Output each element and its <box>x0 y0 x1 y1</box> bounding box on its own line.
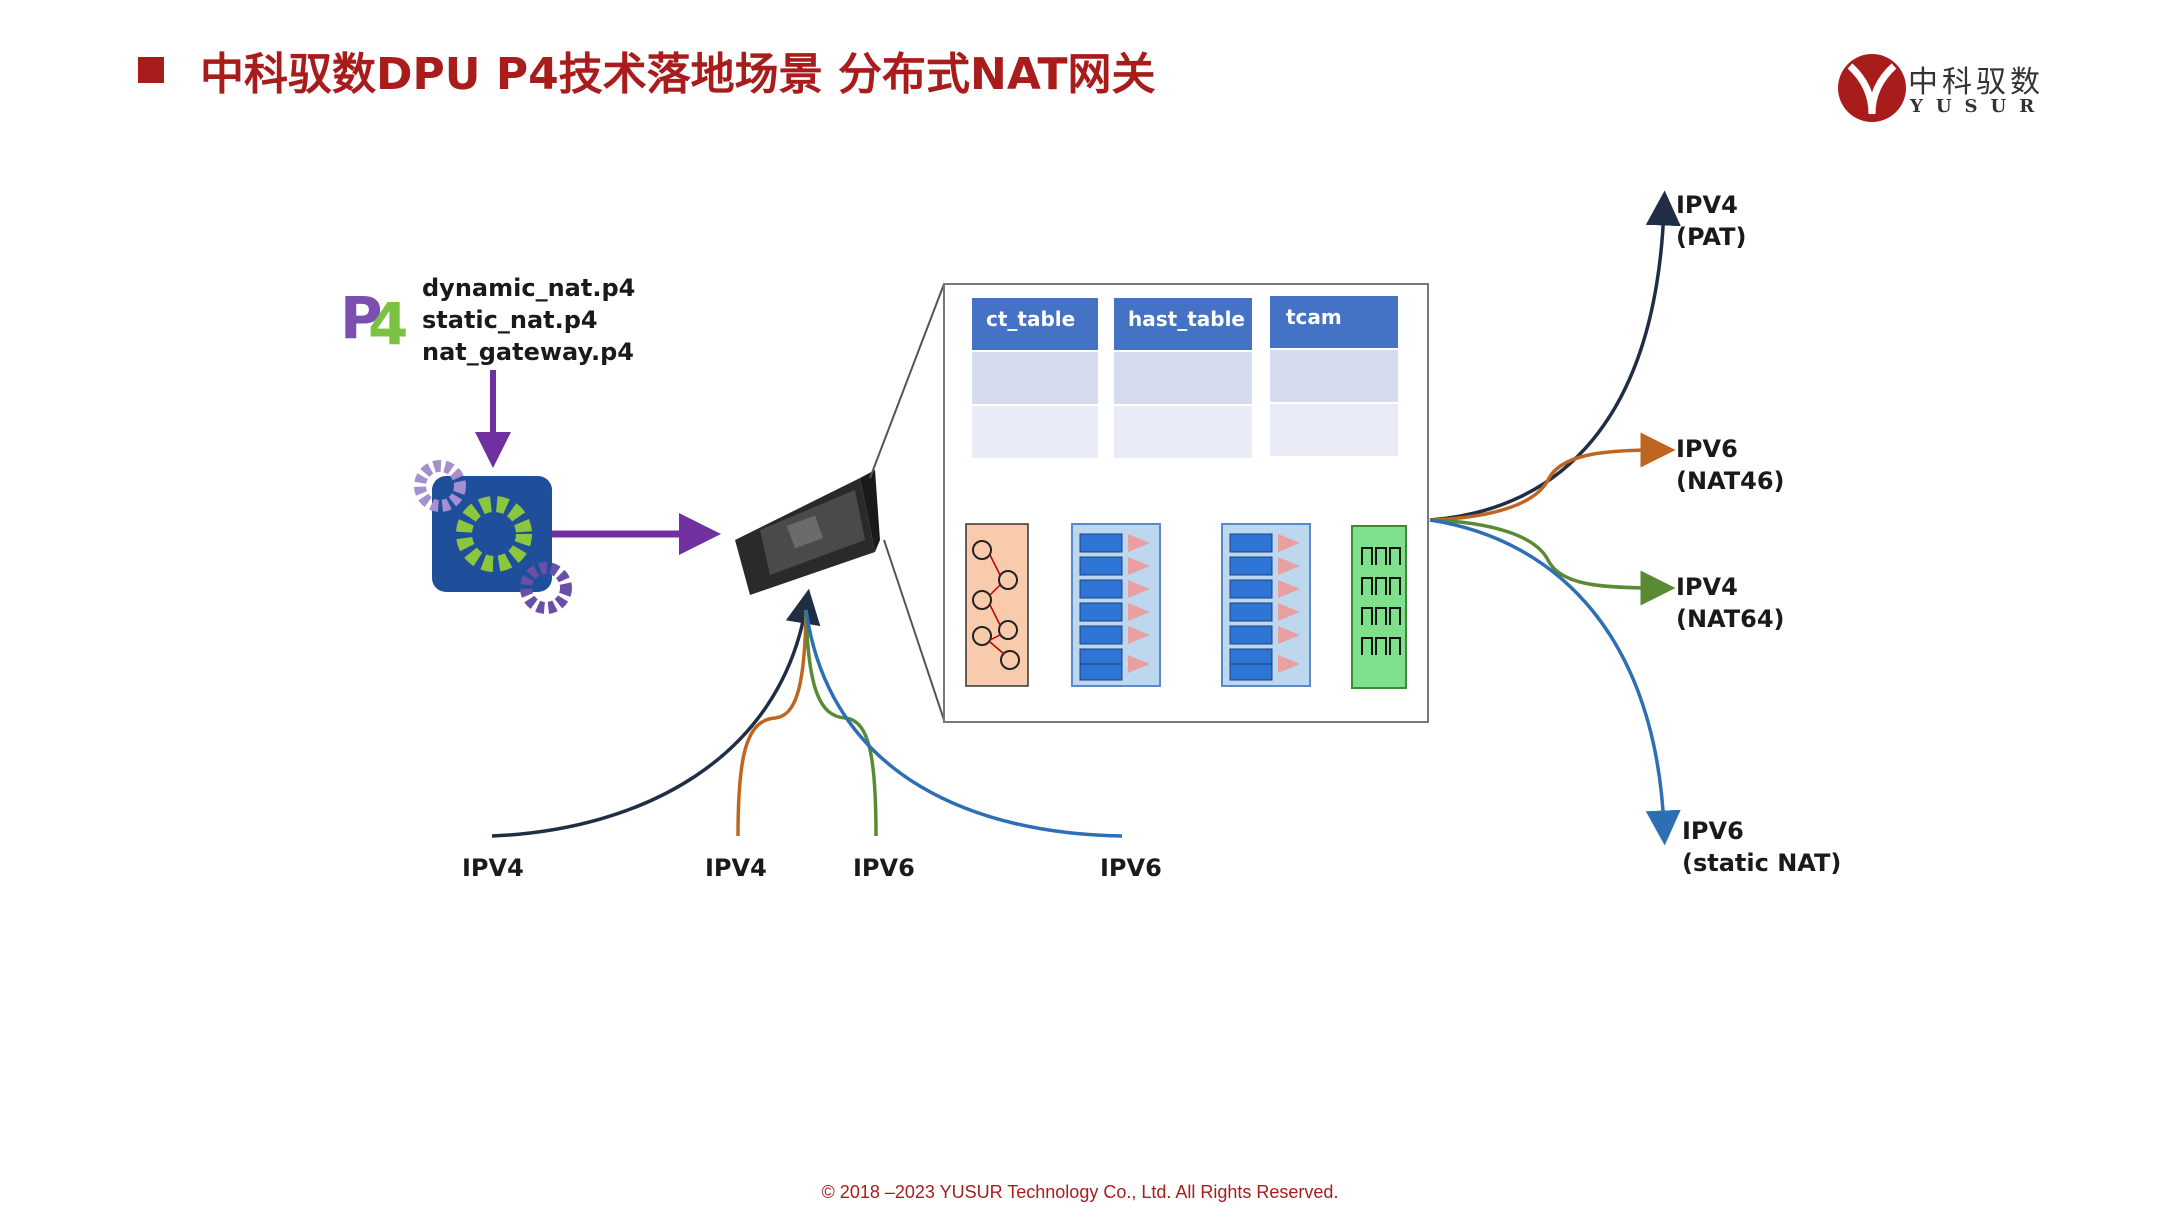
table-hast <box>1114 298 1252 458</box>
output-label-nat64-2: (NAT64) <box>1676 605 1785 633</box>
dpu-card-icon <box>735 470 880 595</box>
input-label-ipv6-a: IPV6 <box>853 854 915 882</box>
copyright-footer: © 2018 –2023 YUSUR Technology Co., Ltd. … <box>821 1182 1339 1202</box>
zoom-line-bottom <box>883 539 945 721</box>
zoom-line-top <box>869 283 945 479</box>
output-label-pat-1: IPV4 <box>1676 191 1738 219</box>
input-flow-ipv6-b <box>804 609 1123 838</box>
page-title: 中科驭数DPU P4技术落地场景 分布式NAT网关 <box>200 49 1156 100</box>
table-tcam-label: tcam <box>1286 305 1342 329</box>
input-flow-ipv4-b <box>736 609 808 837</box>
input-flows <box>491 588 1123 838</box>
output-label-pat-2: (PAT) <box>1676 223 1746 251</box>
input-label-ipv6-b: IPV6 <box>1100 854 1162 882</box>
output-label-static-2: (static NAT) <box>1682 849 1841 877</box>
output-label-static-1: IPV6 <box>1682 817 1744 845</box>
svg-text:4: 4 <box>368 290 408 358</box>
logo-cn-text: 中科驭数 <box>1908 65 2044 100</box>
match-action-stage-1 <box>1071 523 1161 687</box>
input-label-ipv4-b: IPV4 <box>705 854 767 882</box>
output-flows <box>1429 190 1681 846</box>
match-action-stage-2 <box>1221 523 1311 687</box>
input-flow-ipv4-a <box>491 588 821 838</box>
table-hast-label: hast_table <box>1128 307 1245 331</box>
deparser-icon <box>1351 525 1407 689</box>
output-flow-ipv4-nat64 <box>1429 518 1676 606</box>
p4-logo-icon: P 4 <box>340 284 408 358</box>
table-ct <box>972 298 1098 458</box>
input-label-ipv4-a: IPV4 <box>462 854 524 882</box>
state-machine-icon <box>965 523 1029 687</box>
title-bullet <box>138 57 164 83</box>
compiler-gear-icon <box>414 460 572 614</box>
output-label-nat46-1: IPV6 <box>1676 435 1738 463</box>
yusur-logo-icon <box>1838 54 1906 122</box>
p4-file-gateway: nat_gateway.p4 <box>422 338 634 366</box>
output-label-nat64-1: IPV4 <box>1676 573 1738 601</box>
output-flow-ipv4-pat <box>1429 190 1681 522</box>
table-tcam <box>1270 296 1398 456</box>
input-flow-ipv6-a <box>804 609 878 837</box>
title-bar: 中科驭数DPU P4技术落地场景 分布式NAT网关 <box>138 38 1155 102</box>
output-flow-ipv6-static <box>1429 518 1681 846</box>
logo-en-text: YUSUR <box>1910 96 2048 117</box>
p4-file-dynamic: dynamic_nat.p4 <box>422 274 635 302</box>
p4-file-static: static_nat.p4 <box>422 306 598 334</box>
output-flow-ipv6-nat46 <box>1429 432 1676 522</box>
table-ct-label: ct_table <box>986 307 1075 331</box>
svg-text:P: P <box>340 284 383 352</box>
output-label-nat46-2: (NAT46) <box>1676 467 1785 495</box>
